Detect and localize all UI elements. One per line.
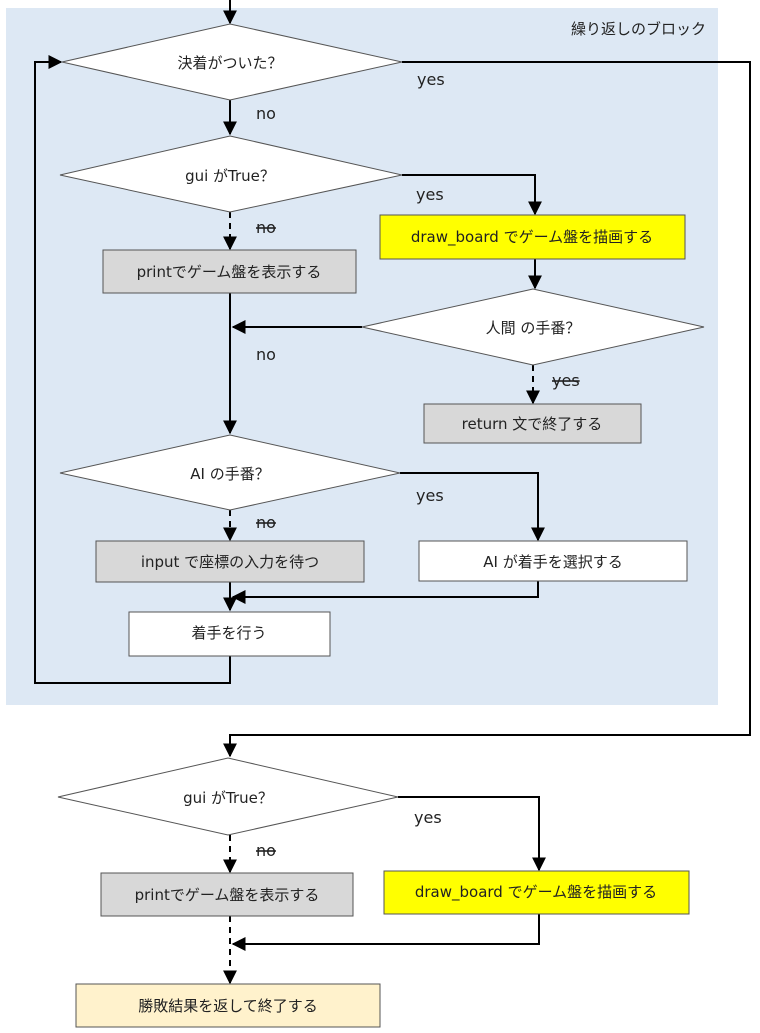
decision-ai-turn: AI の手番？ <box>59 434 401 511</box>
gui2-yes-arrow <box>398 796 546 872</box>
label-gui1-yes: yes <box>416 185 444 204</box>
box-draw-board-1: draw_board でゲーム盤を描画する <box>379 214 686 260</box>
box-make-move: 着手を行う <box>128 611 331 657</box>
label-gui2-yes: yes <box>414 808 442 827</box>
aiselect-to-merge-arrow <box>231 581 539 604</box>
label-human-yes: yes <box>552 371 580 390</box>
svg-text:return 文で終了する: return 文で終了する <box>462 415 603 433</box>
svg-text:printでゲーム盤を表示する: printでゲーム盤を表示する <box>135 886 320 904</box>
decision-gui-true-1: gui がTrue？ <box>59 135 403 213</box>
label-human-no: no <box>256 345 276 364</box>
box-input-coord: input で座標の入力を待つ <box>95 540 365 583</box>
box-print-board-2: printでゲーム盤を表示する <box>100 872 354 917</box>
box-print-board-1: printでゲーム盤を表示する <box>102 249 357 294</box>
label-gui2-no: no <box>256 841 276 860</box>
box-return-end: return 文で終了する <box>423 403 642 444</box>
decision-human-turn: 人間 の手番？ <box>361 288 705 366</box>
draw2-to-merge-arrow <box>231 914 540 951</box>
label-ai-yes: yes <box>416 486 444 505</box>
settled-yes-arrow <box>223 61 751 758</box>
svg-text:gui がTrue？: gui がTrue？ <box>185 167 275 185</box>
decision-settled: 決着がついた？ <box>61 23 403 101</box>
svg-text:勝敗結果を返して終了する: 勝敗結果を返して終了する <box>138 997 318 1015</box>
svg-text:draw_board でゲーム盤を描画する: draw_board でゲーム盤を描画する <box>411 228 653 247</box>
label-gui1-no: no <box>256 218 276 237</box>
svg-text:決着がついた？: 決着がついた？ <box>177 54 282 72</box>
label-settled-no: no <box>256 104 276 123</box>
label-settled-yes: yes <box>417 70 445 89</box>
box-return-result: 勝敗結果を返して終了する <box>75 983 381 1028</box>
svg-text:AI が着手を選択する: AI が着手を選択する <box>483 553 622 571</box>
ai-yes-arrow <box>400 472 545 542</box>
gui1-yes-arrow <box>402 174 542 216</box>
box-draw-board-2: draw_board でゲーム盤を描画する <box>383 870 690 915</box>
svg-text:input で座標の入力を待つ: input で座標の入力を待つ <box>141 553 319 571</box>
loop-back-arrow <box>34 55 231 684</box>
decision-gui-true-2: gui がTrue？ <box>57 757 399 836</box>
svg-text:着手を行う: 着手を行う <box>191 624 266 642</box>
svg-text:draw_board でゲーム盤を描画する: draw_board でゲーム盤を描画する <box>415 883 657 902</box>
box-ai-select: AI が着手を選択する <box>418 540 688 582</box>
svg-text:人間 の手番？: 人間 の手番？ <box>486 319 581 337</box>
svg-text:AI の手番？: AI の手番？ <box>190 465 269 483</box>
svg-text:printでゲーム盤を表示する: printでゲーム盤を表示する <box>137 263 322 281</box>
svg-text:gui がTrue？: gui がTrue？ <box>183 789 273 807</box>
loop-block <box>6 8 718 705</box>
loop-block-label: 繰り返しのブロック <box>571 20 706 38</box>
label-ai-no: no <box>256 513 276 532</box>
